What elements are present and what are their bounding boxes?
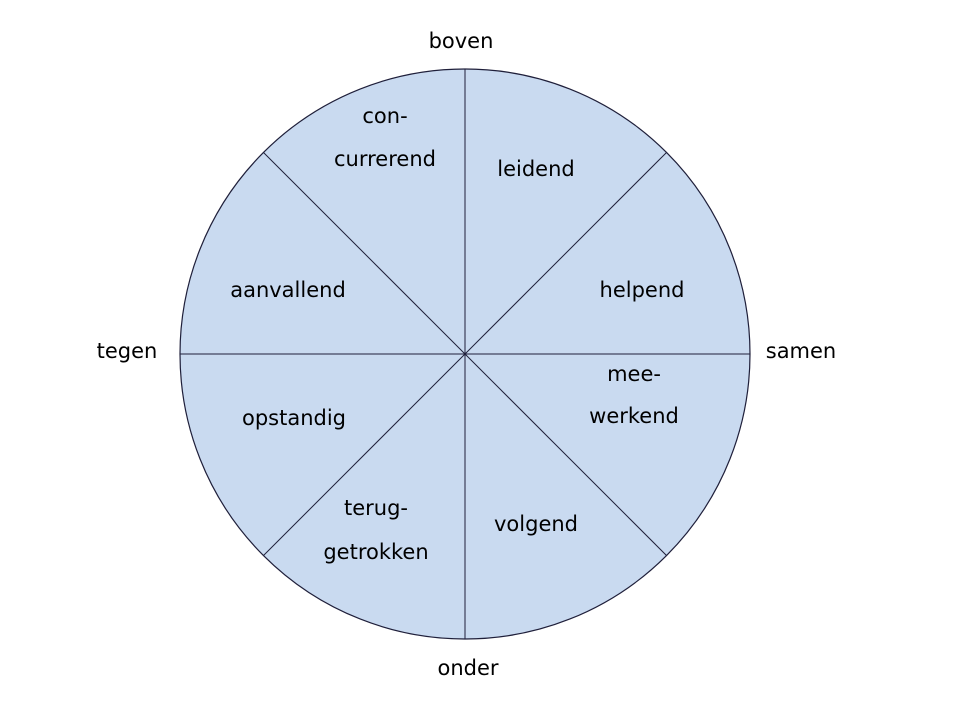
- segment-label-teruggetrokken-line2: getrokken: [323, 540, 428, 564]
- segment-label-aanvallend: aanvallend: [230, 278, 346, 302]
- segment-label-meewerkend-line1: mee-: [607, 362, 661, 386]
- segment-label-helpend: helpend: [600, 278, 685, 302]
- axis-label-left: tegen: [97, 339, 158, 363]
- segment-label-meewerkend-line2: werkend: [589, 404, 679, 428]
- axis-label-right: samen: [766, 339, 837, 363]
- segment-label-volgend: volgend: [494, 512, 578, 536]
- axis-label-top: boven: [429, 29, 494, 53]
- segment-label-teruggetrokken-line1: terug-: [344, 496, 408, 520]
- segment-label-concurrerend-line2: currerend: [334, 147, 436, 171]
- divider-diagonal-nw-se: [263, 152, 667, 556]
- axis-label-bottom: onder: [437, 656, 498, 680]
- segment-label-concurrerend-line1: con-: [362, 104, 407, 128]
- segment-label-leidend: leidend: [497, 157, 574, 181]
- segment-label-opstandig: opstandig: [242, 406, 346, 430]
